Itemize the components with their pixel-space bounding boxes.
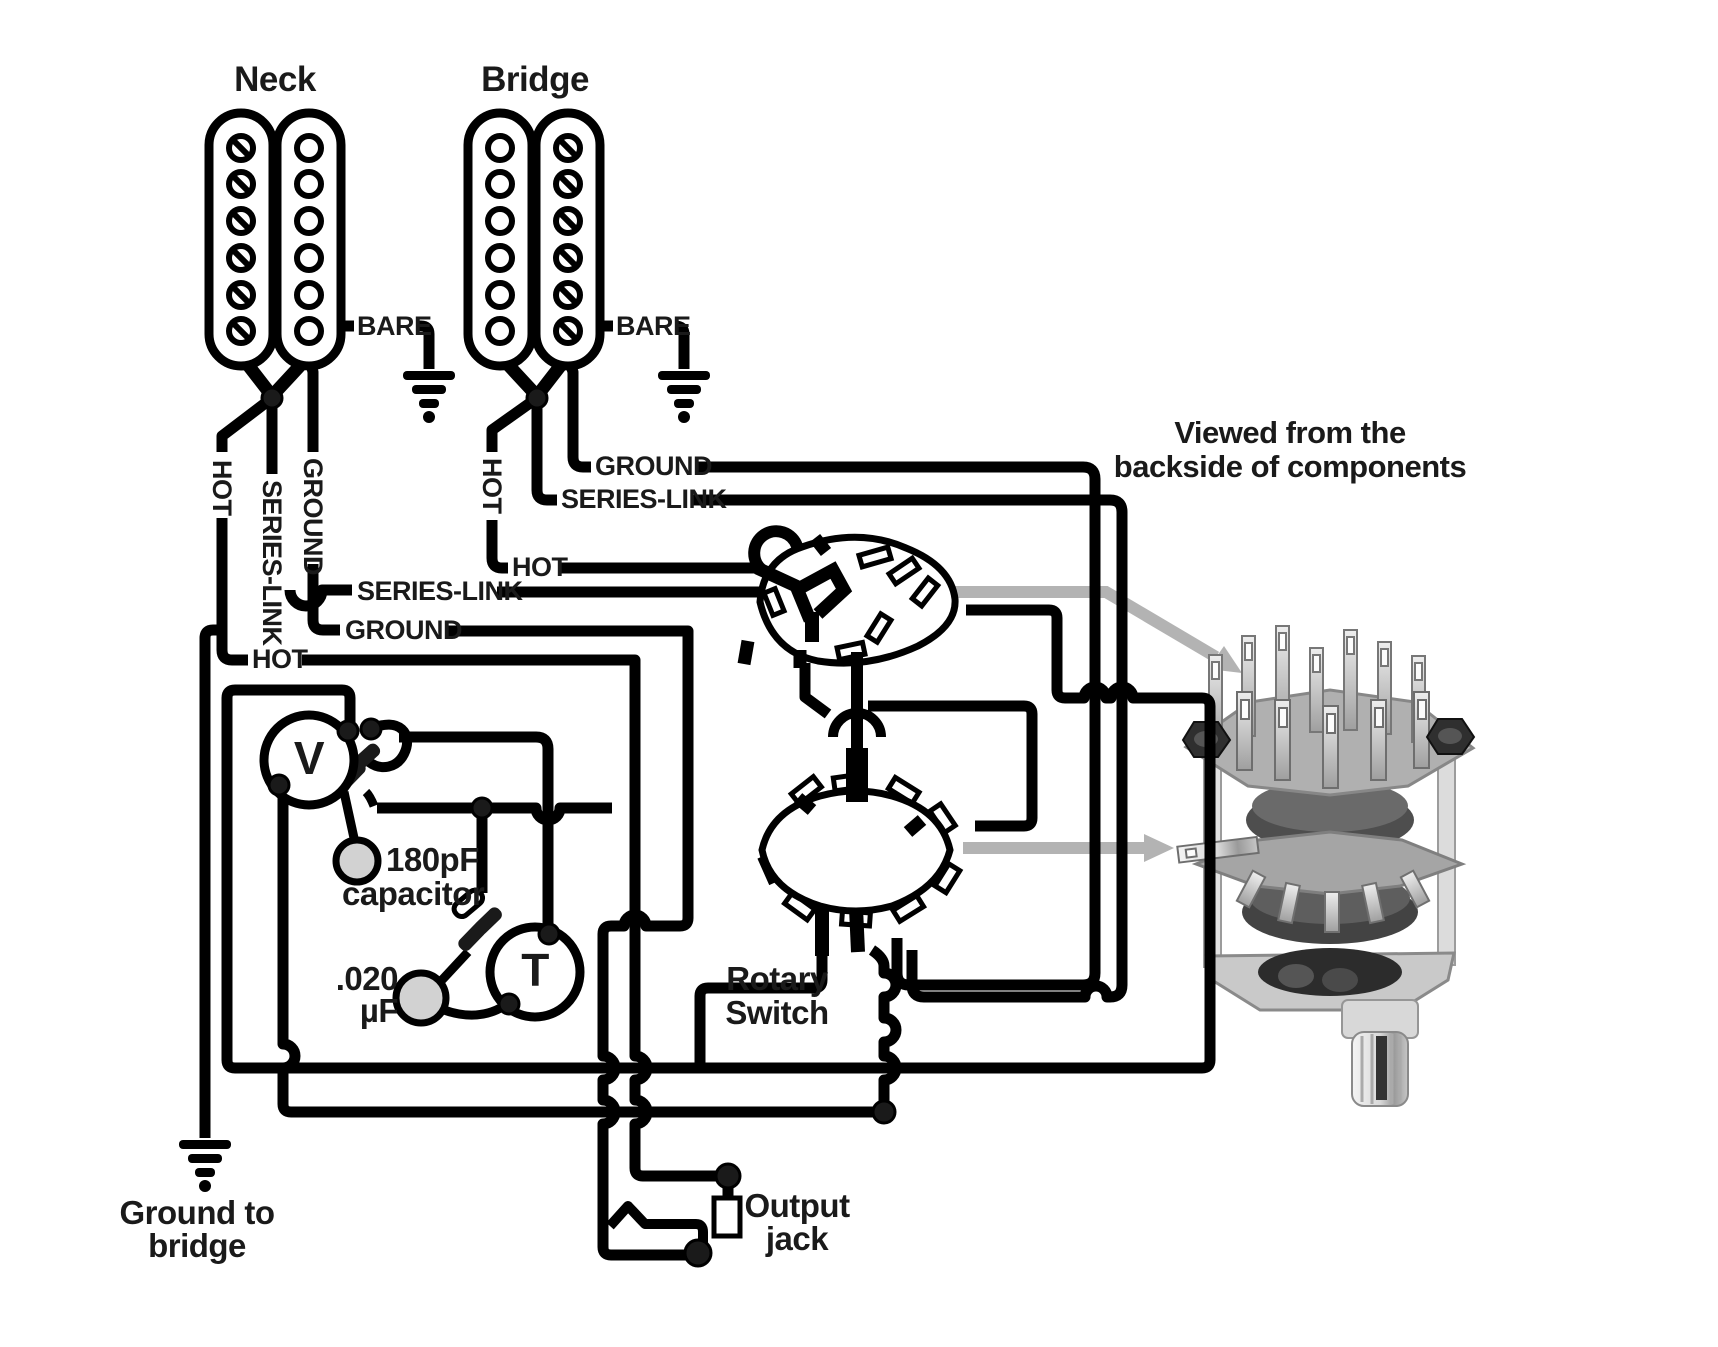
ground-symbol-bridge-of-guitar bbox=[179, 1140, 231, 1192]
cap-180pf-label-line1: 180pF bbox=[386, 841, 479, 878]
volume-pot-letter: V bbox=[293, 732, 325, 784]
cap-180pf-label-line2: capacitor bbox=[342, 875, 485, 912]
rotary-switch-label-line1: Rotary bbox=[726, 960, 828, 997]
output-jack-label-line2: jack bbox=[765, 1220, 829, 1257]
bridge-hot-label: HOT bbox=[512, 552, 568, 582]
rotary-lower-wafer-symbol bbox=[757, 748, 964, 956]
ground-symbol-bridge bbox=[658, 371, 710, 423]
pointer-arrow-lower-wafer bbox=[963, 834, 1174, 862]
bridge-pickup-title: Bridge bbox=[481, 60, 589, 99]
wafer-center-post bbox=[846, 748, 868, 802]
viewed-from-backside-note-line1: Viewed from the bbox=[1174, 415, 1406, 450]
rotary-top-wafer-symbol bbox=[737, 525, 959, 668]
ground-to-bridge-label-line2: bridge bbox=[148, 1227, 246, 1264]
cap-020uf-label-line1: .020 bbox=[335, 960, 399, 997]
output-jack-symbol bbox=[711, 1195, 743, 1239]
output-jack-label-line1: Output bbox=[744, 1187, 850, 1224]
neck-ground-vertical-label: GROUND bbox=[298, 458, 328, 575]
bridge-ground-label: GROUND bbox=[595, 451, 713, 481]
capacitor-180pf bbox=[332, 836, 382, 886]
bridge-hot-vertical-label: HOT bbox=[477, 458, 507, 514]
viewed-from-backside-note-line2: backside of components bbox=[1113, 449, 1467, 484]
neck-pickup-title: Neck bbox=[234, 60, 316, 99]
rotary-switch-photo bbox=[1176, 625, 1476, 1107]
rotary-switch-label-line2: Switch bbox=[725, 994, 829, 1031]
neck-bare-label: BARE bbox=[357, 311, 432, 341]
pickup-neck bbox=[204, 108, 346, 371]
neck-slotted-polepieces bbox=[226, 133, 256, 346]
neck-ground-label: GROUND bbox=[345, 615, 463, 645]
junction-dots bbox=[260, 386, 897, 1268]
tone-pot-letter: T bbox=[521, 944, 549, 996]
cap-020uf-label-line2: µF bbox=[359, 992, 399, 1029]
bridge-slotted-polepieces bbox=[553, 133, 583, 346]
neck-series-link-label: SERIES-LINK bbox=[357, 576, 523, 606]
bridge-plain-polepieces bbox=[485, 133, 515, 346]
ground-symbol-neck bbox=[403, 371, 455, 423]
neck-hot-vertical-label: HOT bbox=[207, 460, 237, 516]
ground-to-bridge-label-line1: Ground to bbox=[119, 1194, 275, 1231]
neck-series-link-vertical-label: SERIES-LINK bbox=[257, 480, 287, 646]
bridge-bare-label: BARE bbox=[616, 311, 691, 341]
bridge-series-link-label: SERIES-LINK bbox=[561, 484, 727, 514]
pickup-bridge bbox=[463, 108, 605, 371]
capacitor-020uf bbox=[392, 969, 450, 1027]
neck-plain-polepieces bbox=[294, 133, 324, 346]
neck-hot-label: HOT bbox=[252, 644, 308, 674]
volume-pot bbox=[259, 710, 381, 810]
